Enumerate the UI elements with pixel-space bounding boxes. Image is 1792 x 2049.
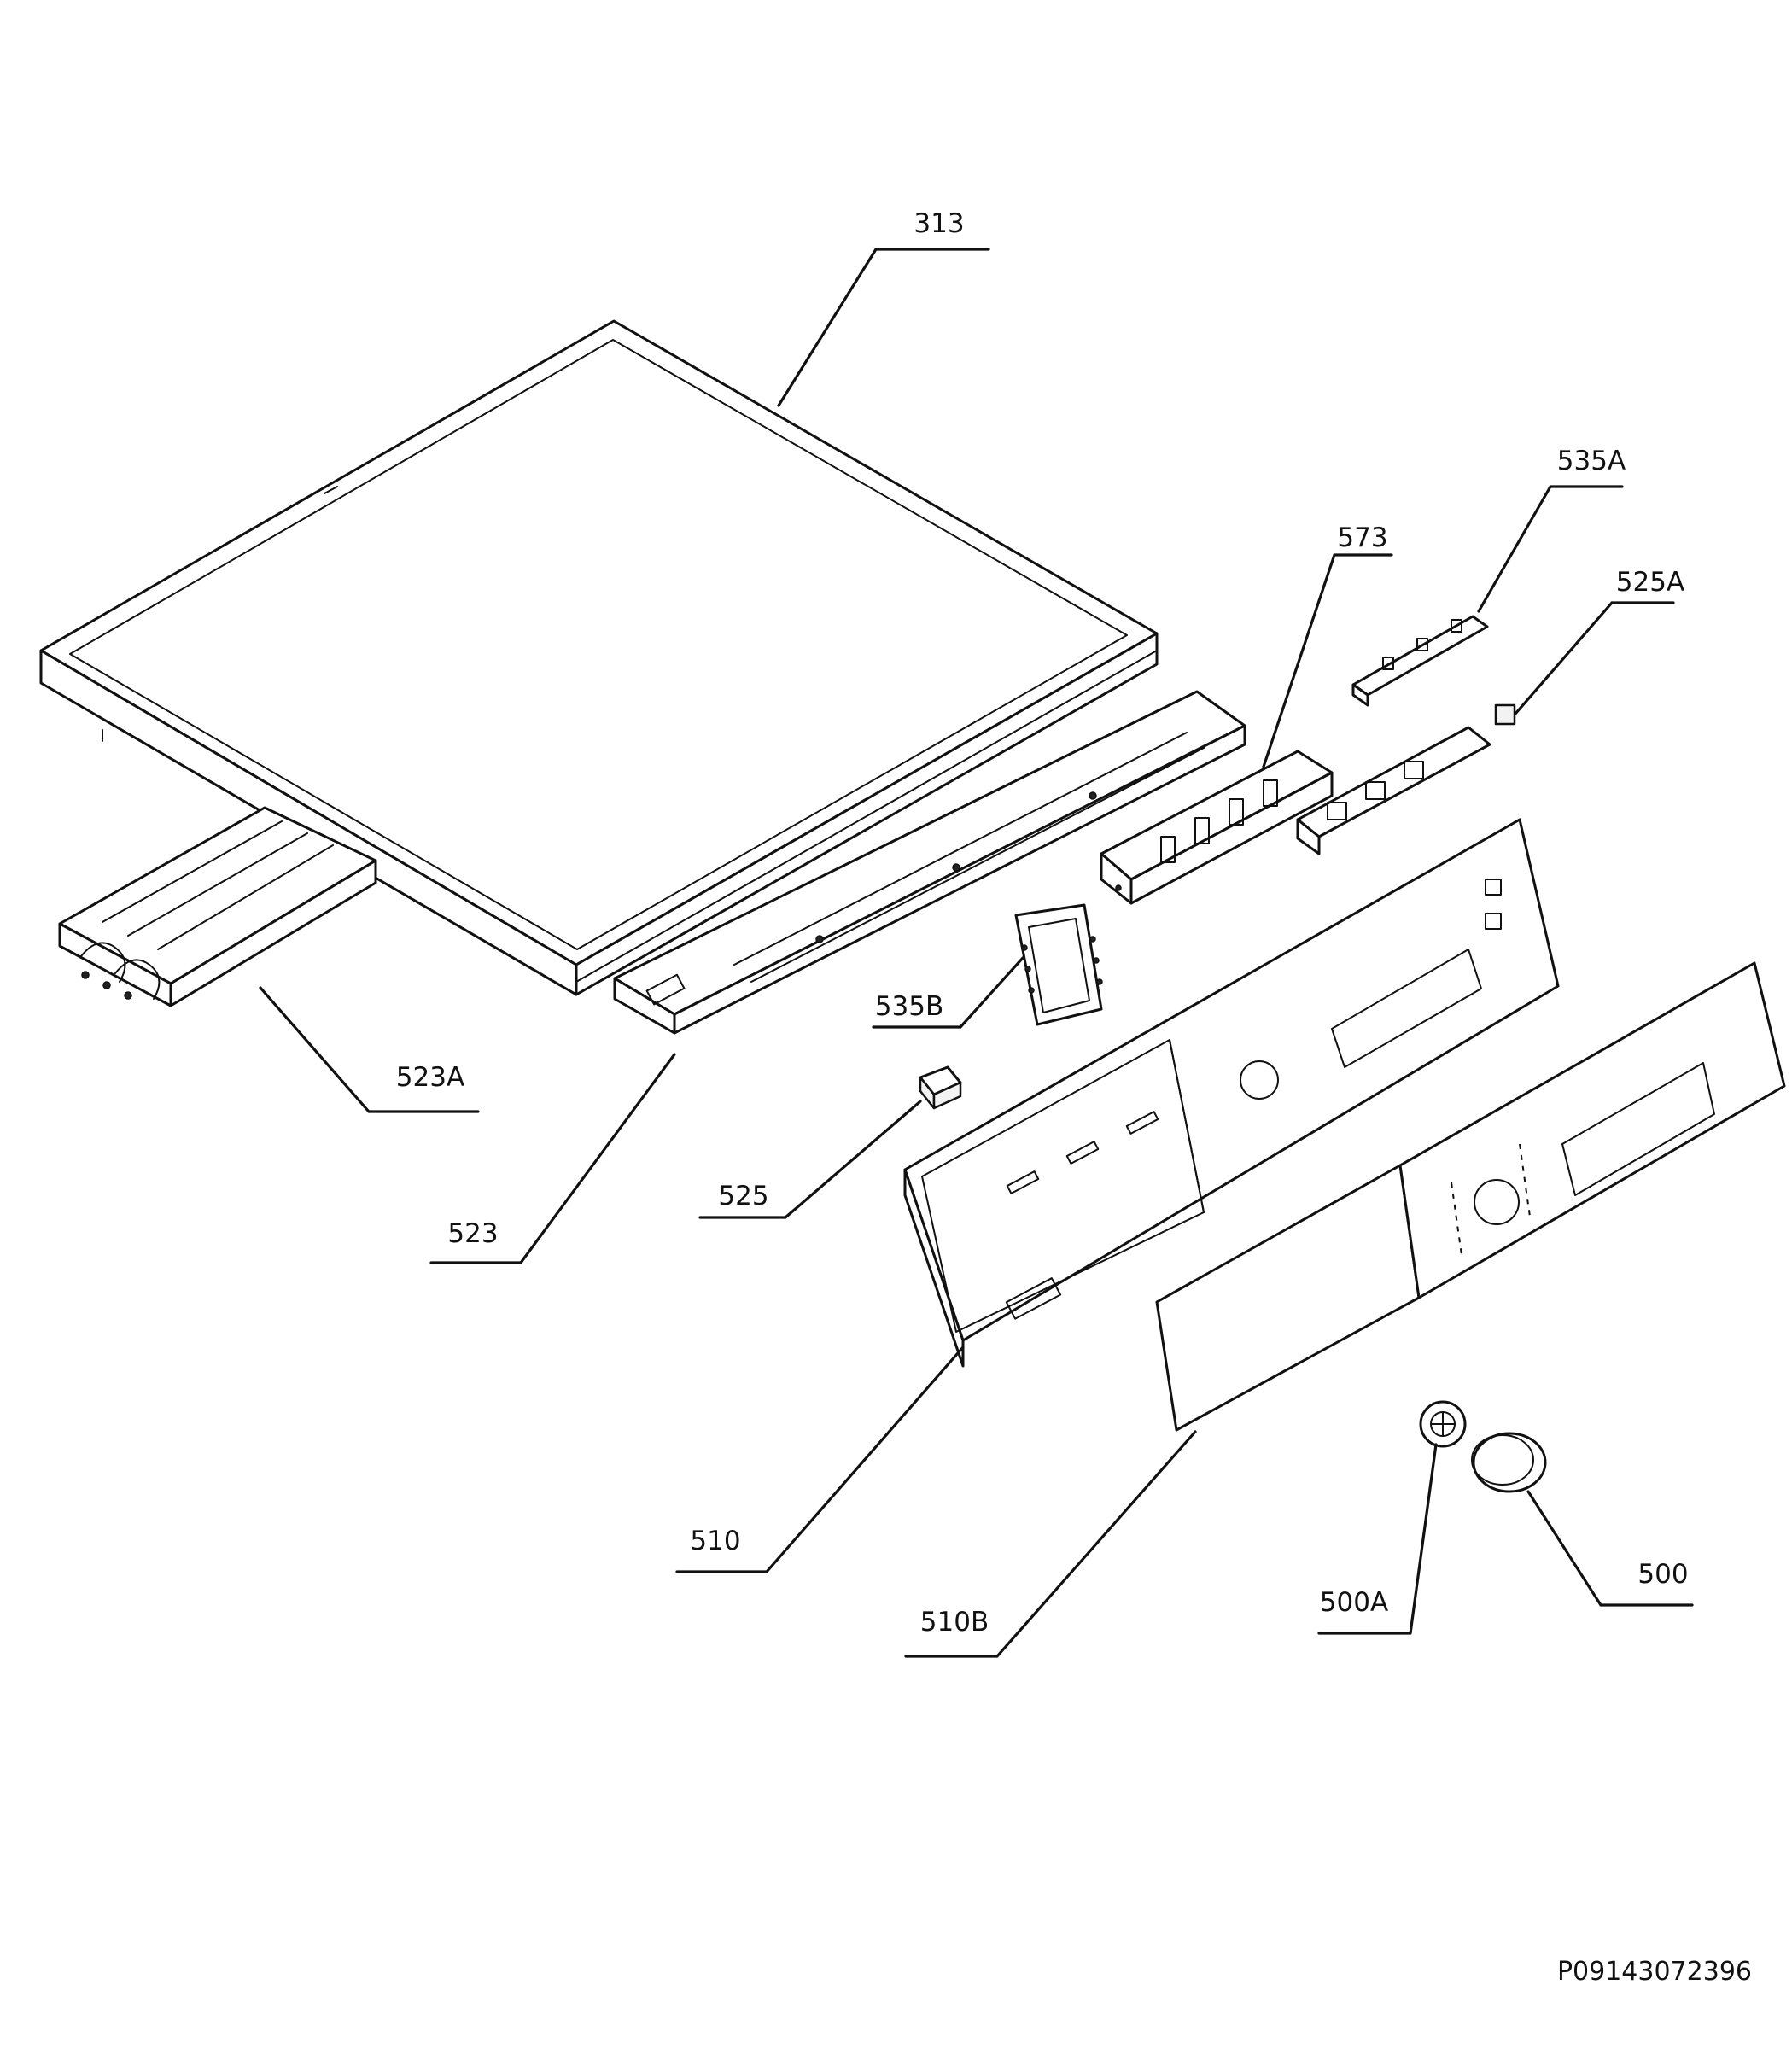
part-523-center-rail: [613, 690, 1246, 1035]
part-573-control-board: [1100, 750, 1334, 905]
callout-523a: 523A: [396, 1062, 464, 1093]
callout-313: 313: [914, 208, 964, 239]
callout-510: 510: [690, 1526, 740, 1556]
callout-510b: 510B: [920, 1607, 989, 1637]
callout-523: 523: [447, 1218, 498, 1249]
drawing-code: P09143072396: [1557, 1957, 1752, 1987]
part-510b-front-cover: [1155, 961, 1786, 1432]
part-525a-button-strip: [1296, 703, 1516, 855]
part-535b-led-frame: [1014, 903, 1103, 1026]
part-500a-knob-insert: [1419, 1400, 1467, 1448]
part-525-button: [919, 1065, 962, 1110]
part-523a-left-rail: [58, 806, 377, 1007]
callout-535b: 535B: [875, 991, 943, 1022]
callout-573: 573: [1337, 522, 1387, 553]
part-510-control-panel: [903, 818, 1560, 1368]
part-500-knob: [1471, 1432, 1547, 1493]
callout-525a: 525A: [1616, 567, 1684, 598]
callout-500a: 500A: [1320, 1587, 1388, 1618]
part-535a-light-guide: [1351, 615, 1489, 707]
callout-525: 525: [718, 1181, 768, 1211]
leader-lines: [259, 248, 1694, 1658]
callout-535a: 535A: [1557, 446, 1626, 476]
part-313-top-cover: [39, 319, 1159, 996]
callout-500: 500: [1637, 1559, 1688, 1590]
callout-labels: 313 535A 573 525A 535B 523A 525 523 510 …: [396, 208, 1689, 1637]
